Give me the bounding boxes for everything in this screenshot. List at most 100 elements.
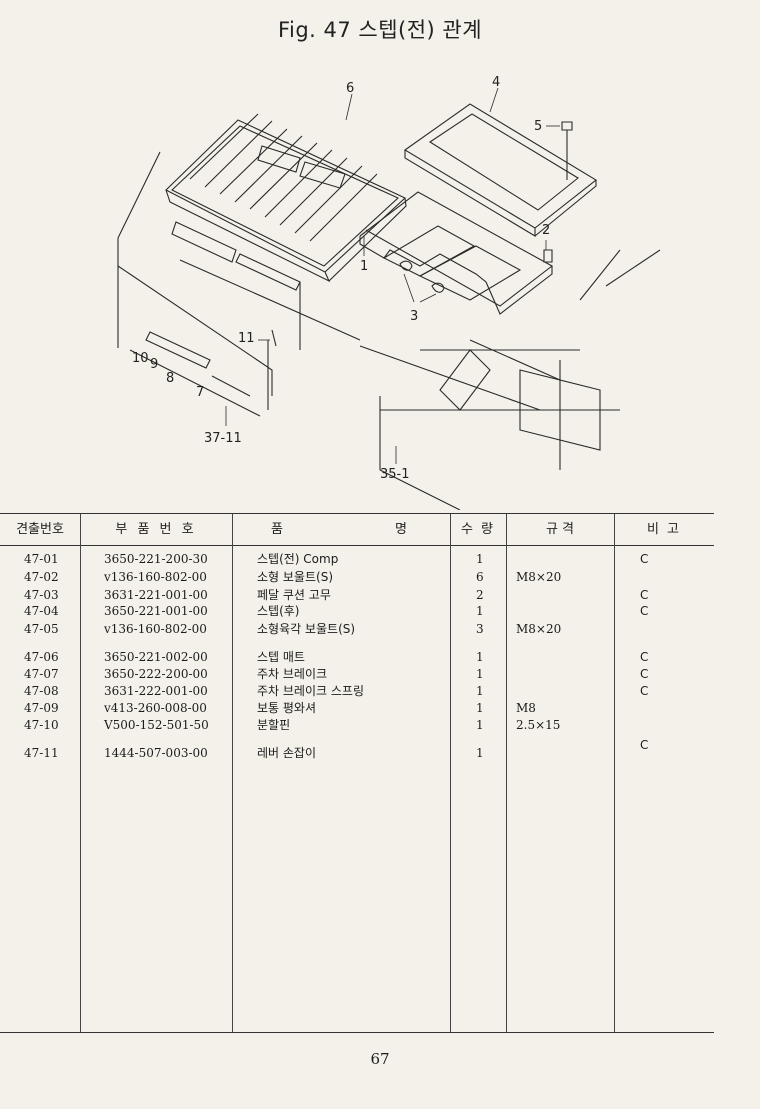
cell-no: 47-05 <box>24 622 59 636</box>
cell-name: 주차 브레이크 스프링 <box>257 684 364 698</box>
column-divider <box>80 514 81 1032</box>
cell-no: 47-11 <box>24 746 59 760</box>
callout-5: 5 <box>534 119 542 134</box>
cell-spec: 2.5×15 <box>516 718 561 732</box>
cell-name: 스텝 매트 <box>257 650 305 664</box>
header-name-right: 명 <box>395 522 407 537</box>
page-number: 67 <box>370 1050 390 1068</box>
callout-7: 7 <box>196 385 204 400</box>
cell-spec: M8 <box>516 701 536 715</box>
cell-part-number: v136-160-802-00 <box>104 570 207 584</box>
diagram-drawing: 6 4 5 2 1 3 11 10 9 8 7 37-11 35-1 <box>117 75 661 510</box>
header-note: 비 고 <box>646 522 682 537</box>
table-row: 47-04 3650-221-001-00 스텝(후) 1 C <box>0 602 714 620</box>
cell-name: 소형 보울트(S) <box>257 570 333 584</box>
callout-6: 6 <box>346 81 354 96</box>
cell-name: 스텝(후) <box>257 604 300 618</box>
cell-part-number: v136-160-802-00 <box>104 622 207 636</box>
cell-no: 47-10 <box>24 718 59 732</box>
table-row: 47-10 V500-152-501-50 분할핀 1 2.5×15 <box>0 716 714 734</box>
callout-10: 10 <box>132 351 149 366</box>
column-divider <box>506 514 507 1032</box>
leader-lines <box>225 87 560 464</box>
step-mat-drawing <box>165 113 407 291</box>
callout-3: 3 <box>410 309 418 324</box>
cell-name: 스텝(전) Comp <box>257 552 339 566</box>
cell-part-number: 3650-221-200-30 <box>104 552 208 566</box>
cell-name: 레버 손잡이 <box>257 746 317 760</box>
cell-no: 47-01 <box>24 552 59 566</box>
table-row: 47-03 3631-221-001-00 페달 쿠션 고무 2 C <box>0 586 714 604</box>
cell-part-number: 3650-221-001-00 <box>104 604 208 618</box>
diagram-callouts: 6 4 5 2 1 3 11 10 9 8 7 37-11 35-1 <box>132 75 550 482</box>
cell-note: C <box>640 650 649 664</box>
cell-part-number: 3650-222-200-00 <box>104 667 208 681</box>
cell-quantity: 1 <box>476 552 484 566</box>
cell-name: 페달 쿠션 고무 <box>257 588 331 602</box>
header-no: 견출번호 <box>16 522 64 537</box>
callout-4: 4 <box>492 75 500 90</box>
cell-part-number: 3650-221-002-00 <box>104 650 208 664</box>
cell-no: 47-09 <box>24 701 59 715</box>
table-row: 47-02 v136-160-802-00 소형 보울트(S) 6 M8×20 <box>0 568 714 586</box>
cell-spec: M8×20 <box>516 570 562 584</box>
cell-quantity: 1 <box>476 684 484 698</box>
cell-no: 47-04 <box>24 604 59 618</box>
cell-quantity: 3 <box>476 622 484 636</box>
bolts-drawing <box>399 121 573 293</box>
cell-name: 분할핀 <box>257 718 291 732</box>
cell-quantity: 1 <box>476 701 484 715</box>
cell-part-number: V500-152-501-50 <box>104 718 209 732</box>
callout-11: 11 <box>238 331 255 346</box>
callout-9: 9 <box>150 357 158 372</box>
cell-quantity: 1 <box>476 667 484 681</box>
header-quantity: 수 량 <box>460 522 496 537</box>
cell-part-number: 3631-222-001-00 <box>104 684 208 698</box>
cell-no: 47-06 <box>24 650 59 664</box>
cell-quantity: 1 <box>476 718 484 732</box>
cell-name: 소형육각 보울트(S) <box>257 622 356 636</box>
cell-spec: M8×20 <box>516 622 562 636</box>
cell-no: 47-03 <box>24 588 59 602</box>
cab-frame-drawing <box>117 151 661 510</box>
table-row: 47-07 3650-222-200-00 주차 브레이크 1 C <box>0 665 714 683</box>
header-name-left: 품 <box>271 522 283 537</box>
parts-table: 견출번호 부 품 번 호 품 명 수 량 규 격 비 고 47-01 3650-… <box>0 513 714 1033</box>
header-part-number: 부 품 번 호 <box>115 522 197 537</box>
table-row: 47-08 3631-222-001-00 주차 브레이크 스프링 1 C <box>0 682 714 700</box>
cell-note: C <box>640 738 649 752</box>
front-step-plate-drawing <box>403 103 597 237</box>
table-row: 47-01 3650-221-200-30 스텝(전) Comp 1 C <box>0 550 714 568</box>
cell-name: 주차 브레이크 <box>257 667 328 681</box>
cell-part-number: 3631-221-001-00 <box>104 588 208 602</box>
rear-step-drawing <box>359 191 554 315</box>
cell-name: 보통 평와셔 <box>257 701 317 715</box>
cell-note: C <box>640 552 649 566</box>
cell-quantity: 1 <box>476 746 484 760</box>
cell-quantity: 1 <box>476 604 484 618</box>
table-row: 47-11 1444-507-003-00 레버 손잡이 1 C <box>0 738 714 762</box>
callout-35-1: 35-1 <box>380 467 410 482</box>
cell-no: 47-07 <box>24 667 59 681</box>
cell-note: C <box>640 588 649 602</box>
table-row: 47-09 v413-260-008-00 보통 평와셔 1 M8 <box>0 699 714 717</box>
callout-2: 2 <box>542 223 550 238</box>
page-title: Fig. 47 스텝(전) 관계 <box>277 18 483 42</box>
exploded-parts-diagram: 6 4 5 2 1 3 11 10 9 8 7 37-11 35-1 <box>0 50 760 510</box>
table-header: 견출번호 부 품 번 호 품 명 수 량 규 격 비 고 <box>0 514 714 546</box>
cell-note: C <box>640 684 649 698</box>
cell-part-number: v413-260-008-00 <box>104 701 207 715</box>
cell-note: C <box>640 604 649 618</box>
cell-no: 47-08 <box>24 684 59 698</box>
callout-8: 8 <box>166 371 174 386</box>
table-row: 47-06 3650-221-002-00 스텝 매트 1 C <box>0 648 714 666</box>
cell-quantity: 1 <box>476 650 484 664</box>
callout-1: 1 <box>360 259 368 274</box>
cell-part-number: 1444-507-003-00 <box>104 746 208 760</box>
table-row: 47-05 v136-160-802-00 소형육각 보울트(S) 3 M8×2… <box>0 620 714 638</box>
cell-no: 47-02 <box>24 570 59 584</box>
cell-quantity: 2 <box>476 588 484 602</box>
cell-note: C <box>640 667 649 681</box>
cell-quantity: 6 <box>476 570 484 584</box>
column-divider <box>614 514 615 1032</box>
